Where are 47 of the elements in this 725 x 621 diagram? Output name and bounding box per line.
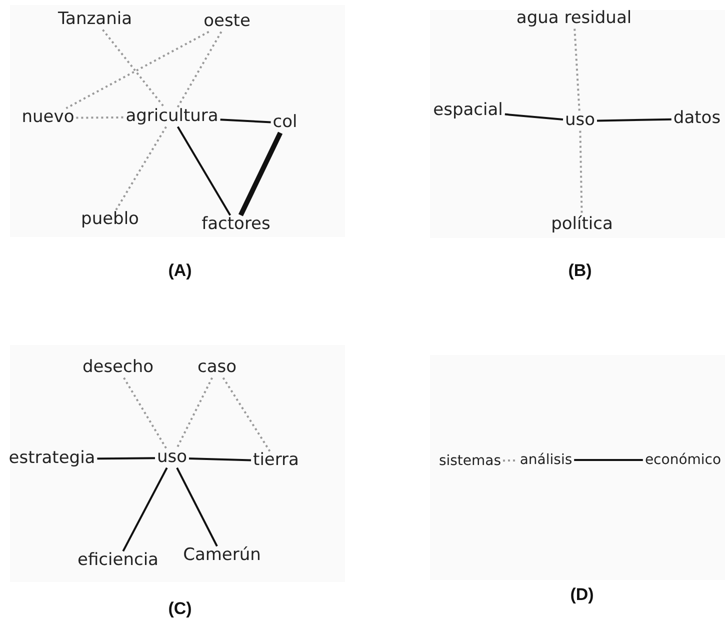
connector-line (504, 113, 564, 120)
connector-line (238, 132, 283, 216)
keyword-label: económico (644, 452, 722, 468)
connector-line (188, 458, 252, 462)
keyword-label: caso (197, 358, 237, 378)
keyword-label: pueblo (81, 210, 139, 230)
panel-caption: (C) (168, 599, 192, 619)
connector-line (220, 118, 271, 124)
keyword-label: Tanzania (58, 10, 132, 30)
keyword-label: sistemas (438, 452, 502, 470)
keyword-label: Camerún (183, 546, 261, 566)
keyword-label: política (551, 215, 613, 235)
panel-caption: (A) (168, 261, 192, 281)
keyword-label: estrategia (8, 449, 96, 469)
connector-line (596, 118, 672, 122)
panel-caption: (B) (568, 261, 592, 281)
connector-line (176, 31, 222, 108)
connector-line (222, 377, 271, 452)
keyword-label: col (272, 113, 298, 133)
connector-line (115, 126, 167, 211)
keyword-label: desecho (82, 358, 154, 378)
keyword-label: uso (564, 111, 596, 131)
keyword-label: factores (202, 215, 270, 235)
connector-line (102, 29, 165, 108)
connector-line (574, 28, 580, 112)
connector-line (502, 459, 518, 462)
keyword-label: agricultura (126, 107, 218, 127)
keyword-label: uso (156, 448, 188, 468)
connector-line (122, 467, 168, 552)
connector-line (97, 457, 156, 460)
connector-line (176, 126, 232, 216)
connector-line (176, 467, 218, 547)
keyword-label: datos (673, 109, 721, 129)
connector-line (579, 130, 583, 216)
connector-line (76, 116, 124, 119)
keyword-label: oeste (204, 12, 250, 32)
panel-caption: (D) (570, 585, 594, 605)
connector-line (176, 377, 213, 449)
keyword-label: nuevo (22, 108, 74, 128)
keyword-label: espacial (433, 101, 503, 121)
keyword-label: tierra (253, 451, 299, 471)
keyword-label: análisis (520, 452, 572, 468)
keyword-label: eficiencia (78, 551, 158, 571)
keyword-label: agua residual (516, 9, 632, 29)
connector-line (66, 30, 210, 110)
connector-line (574, 459, 643, 461)
connector-line (123, 377, 167, 449)
